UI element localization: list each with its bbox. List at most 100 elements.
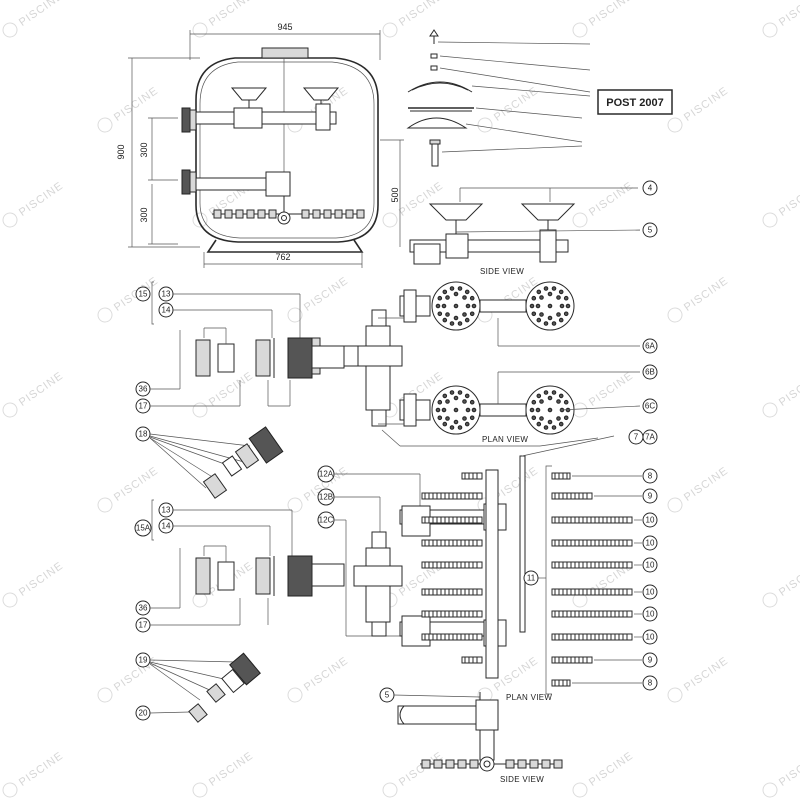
connector-fittings-19-20: 19 20: [135, 652, 261, 723]
callout-10b: 10: [646, 539, 655, 548]
watermark-text: PISCINE: [777, 370, 800, 409]
watermark-mark: PISCINE: [572, 0, 636, 38]
diffuser-hole: [465, 407, 471, 413]
lateral-segment: [505, 759, 515, 769]
watermark-text: PISCINE: [17, 750, 66, 789]
watermark-text: PISCINE: [17, 180, 66, 219]
lateral-body: [421, 561, 483, 569]
watermark-text: PISCINE: [777, 180, 800, 219]
diffuser-hole: [464, 393, 470, 399]
watermark-text: PISCINE: [397, 750, 446, 789]
lateral-segment: [323, 209, 332, 219]
callout-5: 5: [648, 226, 653, 235]
spare-lateral: [551, 539, 633, 547]
callout-12c: 12C: [319, 516, 334, 525]
diffuser-hole: [529, 407, 535, 413]
diffuser-hole: [445, 295, 450, 300]
diffuser-hole: [539, 416, 544, 421]
callout-6b: 6B: [645, 368, 655, 377]
watermark-logo-icon: [667, 687, 683, 703]
watermark-mark: PISCINE: [2, 750, 66, 798]
callout-6a: 6A: [645, 342, 655, 351]
watermark-text: PISCINE: [777, 560, 800, 599]
diffuser-hole: [558, 317, 564, 323]
callout-9a: 9: [648, 492, 653, 501]
bottom-laterals-side: [421, 759, 563, 769]
diffuser-hole: [435, 407, 441, 413]
diffuser-hole: [442, 317, 448, 323]
watermark-logo-icon: [287, 307, 303, 323]
watermark-mark: PISCINE: [667, 275, 731, 323]
diffuser-hole: [543, 321, 549, 326]
diffuser-hole: [453, 303, 459, 309]
diffuser-hole: [556, 416, 561, 421]
callout-36b: 36: [139, 604, 148, 613]
watermark-mark: PISCINE: [762, 370, 800, 418]
diffuser-hole: [531, 295, 537, 301]
diffuser-hole: [565, 303, 571, 309]
watermark-mark: PISCINE: [762, 0, 800, 38]
diffuser-hole: [449, 390, 455, 395]
diffuser-hole: [558, 289, 564, 295]
diffuser-hole: [453, 407, 459, 413]
lateral-segment: [224, 209, 233, 219]
diffuser-hole: [543, 286, 549, 291]
callout-7: 7: [634, 433, 639, 442]
lateral-body: [551, 561, 633, 569]
callout-13b: 13: [162, 506, 171, 515]
callout-14a: 14: [162, 306, 171, 315]
lateral-segment: [235, 209, 244, 219]
plan-view-label-2: PLAN VIEW: [506, 693, 552, 702]
watermark-mark: PISCINE: [97, 465, 161, 513]
diffuser-hole: [437, 311, 443, 317]
lateral-body: [421, 492, 483, 500]
watermark-text: PISCINE: [207, 0, 256, 29]
watermark-logo-icon: [762, 212, 778, 228]
watermark-text: PISCINE: [587, 370, 636, 409]
diffuser-hole: [547, 303, 553, 309]
diffuser-hole: [563, 399, 569, 405]
lateral-parts-list: 11 8 9 10 10 10 10 10 10 9 8: [523, 465, 658, 695]
lateral-body: [461, 656, 483, 664]
callout-8a: 8: [648, 472, 653, 481]
diffuser-hole: [442, 421, 448, 427]
spare-lateral: [551, 633, 633, 641]
watermark-text: PISCINE: [682, 655, 731, 694]
diffuser-hole: [457, 390, 463, 395]
watermark-logo-icon: [97, 687, 113, 703]
watermark-logo-icon: [762, 782, 778, 798]
watermark-text: PISCINE: [207, 750, 256, 789]
lateral-body: [551, 492, 593, 500]
diffuser-hole: [471, 407, 477, 413]
watermark-logo-icon: [762, 22, 778, 38]
diffuser-holes: [435, 286, 571, 430]
watermark-text: PISCINE: [682, 85, 731, 124]
lateral-segment: [268, 209, 277, 219]
lateral-left: [461, 472, 483, 480]
lateral-segment: [345, 209, 354, 219]
watermark-text: PISCINE: [492, 465, 541, 504]
watermark-logo-icon: [2, 212, 18, 228]
diffuser-hole: [535, 407, 541, 413]
lateral-body: [551, 472, 571, 480]
spare-lateral: [551, 588, 633, 596]
watermark-mark: PISCINE: [762, 560, 800, 608]
diffuser-hole: [547, 395, 553, 401]
callout-17b: 17: [139, 621, 148, 630]
lateral-body: [461, 472, 483, 480]
callout-15a: 15A: [136, 524, 151, 533]
lateral-body: [551, 610, 633, 618]
callout-36a: 36: [139, 385, 148, 394]
watermark-logo-icon: [287, 687, 303, 703]
callout-20: 20: [139, 709, 148, 718]
diffuser-hole: [536, 393, 542, 399]
lateral-segment: [553, 759, 563, 769]
spare-lateral: [551, 679, 571, 687]
diffuser-hole: [445, 399, 450, 404]
diffuser-hole: [449, 425, 455, 430]
lateral-segment: [445, 759, 455, 769]
diffuser-hole: [441, 303, 447, 309]
diffuser-hole: [469, 295, 475, 301]
watermark-text: PISCINE: [682, 465, 731, 504]
callout-10a: 10: [646, 516, 655, 525]
